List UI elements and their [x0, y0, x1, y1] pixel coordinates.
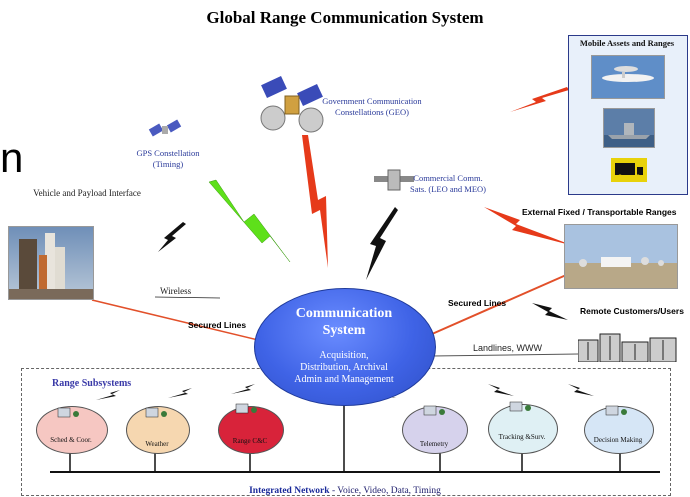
- subsystem-tracking-label: Tracking &Surv.: [498, 433, 546, 441]
- landlines-label: Landlines, WWW: [473, 343, 543, 353]
- lightning-gps: [208, 179, 291, 263]
- aircraft-photo: [591, 55, 665, 99]
- vehicle-label: Vehicle and Payload Interface: [33, 188, 141, 198]
- ship-photo: [603, 108, 655, 148]
- integrated-network-label: Integrated Network - Voice, Video, Data,…: [0, 486, 690, 496]
- subsystem-weather-label: Weather: [145, 440, 169, 448]
- network-detail: - Voice, Video, Data, Timing: [331, 486, 441, 496]
- subsystem-range-cc: [218, 406, 284, 454]
- subsystem-telemetry: [402, 406, 468, 454]
- comm-title-line1: Communication: [295, 306, 393, 321]
- lightning-vehicle: [158, 222, 186, 252]
- network-name: Integrated Network: [249, 486, 330, 496]
- subsystem-sched: [36, 406, 108, 454]
- subsystem-telemetry-label: Telemetry: [419, 440, 449, 448]
- communication-system-title: Communication System: [254, 305, 434, 339]
- secured-lines-left-label: Secured Lines: [188, 320, 247, 330]
- secured-line-left: [91, 299, 259, 341]
- mobile-van-icon: [611, 158, 647, 182]
- subsystem-decision-label: Decision Making: [593, 436, 643, 444]
- buildings-icon: [578, 333, 677, 362]
- mobile-assets-title: Mobile Assets and Ranges: [579, 38, 675, 48]
- gps-satellite-icon: [148, 119, 182, 137]
- secured-line-right: [431, 271, 574, 335]
- commercial-satellite-icon: [374, 169, 414, 191]
- lightning-mobile: [510, 87, 569, 112]
- external-ranges-label: External Fixed / Transportable Ranges: [522, 207, 677, 217]
- commercial-label: Commercial Comm. Sats. (LEO and MEO): [409, 173, 486, 194]
- gps-label: GPS Constellation (Timing): [136, 148, 200, 169]
- gov-comm-label: Government Communication Constellations …: [322, 96, 422, 117]
- left-partial-glyph: n: [0, 134, 24, 181]
- subsystem-sched-label: Sched & Coor.: [50, 436, 92, 444]
- comm-sub-line1: Acquisition,: [319, 350, 369, 361]
- diagram-title: Global Range Communication System: [206, 8, 484, 27]
- range-subsystems-title: Range Subsystems: [52, 378, 132, 389]
- landlines-line: [431, 353, 579, 357]
- comm-sub-line3: Admin and Management: [294, 374, 394, 385]
- remote-customers-label: Remote Customers/Users: [580, 306, 684, 316]
- lightning-commercial: [366, 207, 398, 280]
- comm-sub-line2: Distribution, Archival: [300, 362, 388, 373]
- external-range-photo: [564, 224, 678, 289]
- launch-pad-photo: [8, 226, 94, 300]
- lightning-external: [484, 207, 574, 246]
- secured-lines-right-label: Secured Lines: [448, 298, 507, 308]
- geo-satellite-icon: [260, 76, 324, 133]
- communication-system-node: [254, 288, 436, 406]
- lightning-remote: [532, 303, 568, 320]
- subsystem-tracking: [488, 404, 558, 454]
- wireless-label: Wireless: [160, 286, 192, 296]
- lightning-gov: [302, 135, 328, 268]
- communication-system-subtitle: Acquisition, Distribution, Archival Admi…: [254, 350, 434, 386]
- subsystem-decision: [584, 406, 654, 454]
- subsystem-range-cc-label: Range C&C: [232, 437, 268, 445]
- network-drops: [69, 404, 621, 472]
- wireless-line: [154, 296, 221, 299]
- comm-title-line2: System: [322, 323, 366, 338]
